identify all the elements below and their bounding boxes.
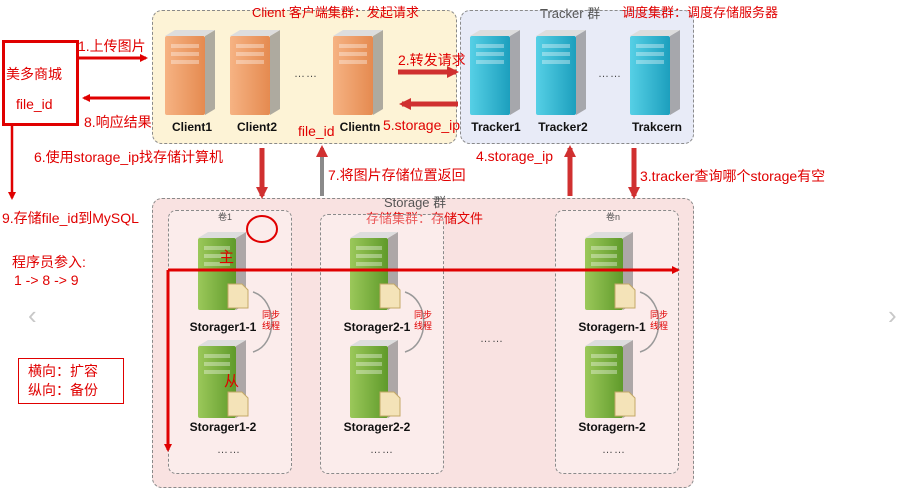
trackern-label: Trakcern	[631, 120, 683, 134]
slave-label: 从	[224, 373, 240, 390]
scaling-note-box	[18, 358, 124, 404]
step-2-label: 2.转发请求	[398, 52, 466, 68]
programmer-order: 1 -> 8 -> 9	[14, 272, 79, 288]
tracker2-label: Tracker2	[538, 120, 588, 134]
step-9-label: 9.存储file_id到MySQL	[2, 210, 139, 226]
storagern-1-server-icon	[585, 232, 636, 310]
tracker1-label: Tracker1	[471, 120, 521, 134]
volume-1-dots: ……	[217, 444, 241, 456]
trackern-server-icon	[630, 30, 680, 115]
storager2-2-server-icon	[350, 340, 401, 418]
step-4-label: 4.storage_ip	[476, 148, 554, 164]
mall-box	[2, 40, 79, 126]
sync-curve-1	[252, 291, 273, 353]
storager2-1-server-file-icon	[379, 283, 401, 309]
sync-label-2: 同步线程	[414, 310, 433, 331]
client-dots: ……	[294, 68, 318, 80]
storager2-1-server-icon	[350, 232, 401, 310]
step-3-label: 3.tracker查询哪个storage有空	[640, 168, 826, 184]
tracker1-server-icon	[470, 30, 520, 115]
client1-server-icon	[165, 30, 215, 115]
volume-n-dots: ……	[602, 444, 626, 456]
step-5-label: 5.storage_ip	[383, 117, 461, 133]
scaling-vertical: 纵向：备份	[28, 382, 98, 398]
volume-n-tag: 卷n	[606, 212, 621, 222]
prev-slide-button[interactable]: ‹	[28, 300, 37, 330]
step-1-label: 1.上传图片	[78, 38, 146, 54]
storagern-2-label: Storagern-2	[578, 420, 646, 434]
tracker-cluster-title: Tracker 群	[540, 6, 601, 21]
step-6-label: 6.使用storage_ip找存储计算机	[34, 149, 224, 165]
sync-label-1: 同步线程	[262, 310, 281, 331]
step-8-label: 8.响应结果	[84, 114, 152, 130]
next-slide-button[interactable]: ›	[888, 300, 897, 330]
storage-cluster-title: Storage 群	[384, 195, 447, 210]
highlight-circle	[246, 215, 278, 243]
clientn-label: Clientn	[339, 120, 381, 134]
storagern-1-server-file-icon	[614, 283, 636, 309]
client2-label: Client2	[236, 120, 277, 134]
volume-1-tag: 卷1	[218, 212, 233, 222]
sync-label-n: 同步线程	[650, 310, 669, 331]
storager1-2-server-icon	[198, 340, 249, 418]
storage-middle-dots: ……	[480, 333, 504, 345]
sync-curve-2	[404, 291, 425, 353]
mall-file-id: file_id	[16, 96, 53, 112]
client-cluster-title: Client 客户端集群：发起请求	[252, 5, 419, 20]
storagern-1-label: Storagern-1	[578, 320, 646, 334]
storager2-1-label: Storager2-1	[343, 320, 411, 334]
sync-curve-n	[639, 291, 660, 353]
tracker-dots: ……	[598, 68, 622, 80]
clientn-server-icon	[333, 30, 383, 115]
storagern-2-server-icon	[585, 340, 636, 418]
client1-label: Client1	[171, 120, 212, 134]
master-label: 主	[219, 249, 235, 266]
mall-name: 美多商城	[6, 66, 62, 82]
programmer-title: 程序员参入:	[12, 254, 86, 270]
file-id-label: file_id	[298, 123, 335, 139]
storager1-1-server-file-icon	[227, 283, 249, 309]
step-7-label: 7.将图片存储位置返回	[328, 167, 466, 183]
storagern-2-server-file-icon	[614, 391, 636, 417]
tracker2-server-icon	[536, 30, 586, 115]
storager1-2-server-file-icon	[227, 391, 249, 417]
tracker-cluster-note: 调度集群：调度存储服务器	[622, 5, 779, 20]
client2-server-icon	[230, 30, 280, 115]
storager2-2-server-file-icon	[379, 391, 401, 417]
scaling-horizontal: 横向：扩容	[28, 363, 98, 379]
volume-2-dots: ……	[370, 444, 394, 456]
storager2-2-label: Storager2-2	[343, 420, 411, 434]
storager1-2-label: Storager1-2	[189, 420, 257, 434]
storager1-1-label: Storager1-1	[189, 320, 257, 334]
